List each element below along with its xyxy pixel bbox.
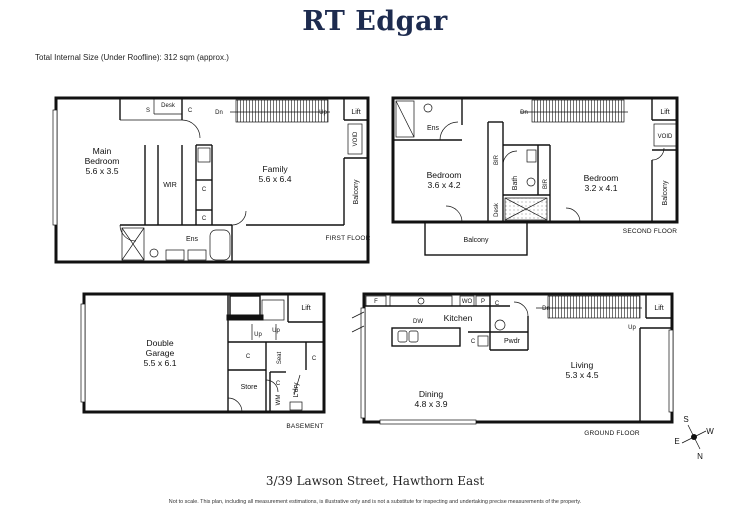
first-floor-plan: Main Bedroom 5.6 x 3.5 Family 5.6 x 6.4 … bbox=[52, 96, 370, 264]
second-bath-label: Bath bbox=[512, 176, 519, 191]
ground-f-label: F bbox=[374, 299, 378, 305]
second-floor-label: SECOND FLOOR bbox=[623, 228, 678, 235]
second-bedroom1-dims: 3.6 x 4.2 bbox=[428, 180, 461, 190]
basement-garage-label: Double bbox=[146, 338, 173, 348]
basement-c3-label: C bbox=[276, 381, 281, 387]
basement-store-label: Store bbox=[241, 384, 258, 391]
second-bedroom1-label: Bedroom bbox=[427, 170, 462, 180]
basement-label: BASEMENT bbox=[286, 423, 323, 430]
basement-c2-label: C bbox=[312, 356, 317, 362]
first-s-label: S bbox=[146, 108, 150, 114]
first-balcony-label: Balcony bbox=[353, 179, 360, 204]
basement-garage-label2: Garage bbox=[146, 348, 175, 358]
basement-up2-label: Up bbox=[272, 328, 280, 334]
first-main-bedroom-label2: Bedroom bbox=[85, 156, 120, 166]
basement-laundry-label: L'dry bbox=[293, 382, 300, 397]
property-address: 3/39 Lawson Street, Hawthorn East bbox=[265, 474, 485, 488]
ground-up-label: Up bbox=[628, 325, 636, 331]
compass-n-label: N bbox=[697, 452, 703, 461]
first-wir-label: WIR bbox=[163, 182, 177, 189]
ground-floor-plan: F WO P Kitchen DW C C Pwdr Living 5.3 x … bbox=[351, 292, 674, 425]
first-main-bedroom-label: Main bbox=[93, 146, 112, 156]
first-family-label: Family bbox=[262, 164, 288, 174]
compass-e-label: E bbox=[674, 437, 679, 446]
second-lift-label: Lift bbox=[660, 109, 669, 116]
ground-living-dims: 5.3 x 4.5 bbox=[566, 370, 599, 380]
second-dn-label: Dn bbox=[520, 110, 528, 116]
basement-plan: Double Garage 5.5 x 6.1 Lift Up Up C C C… bbox=[80, 292, 326, 414]
second-ens-label: Ens bbox=[427, 125, 440, 132]
first-void-label: VOID bbox=[353, 131, 359, 146]
first-family-dims: 5.6 x 6.4 bbox=[259, 174, 292, 184]
first-floor-label: FIRST FLOOR bbox=[325, 235, 370, 242]
ground-dw-label: DW bbox=[413, 319, 423, 325]
first-main-bedroom-dims: 5.6 x 3.5 bbox=[86, 166, 119, 176]
ground-kitchen-label: Kitchen bbox=[444, 313, 473, 323]
basement-seat-label: Seat bbox=[277, 351, 283, 364]
first-c3-label: C bbox=[202, 216, 207, 222]
second-floor-plan: Ens Bedroom 3.6 x 4.2 BIR Bath BIR Desk … bbox=[391, 96, 679, 256]
first-c1-label: C bbox=[188, 108, 193, 114]
size-note: Total Internal Size (Under Roofline): 31… bbox=[35, 53, 229, 62]
first-dn-label: Dn bbox=[215, 110, 223, 116]
ground-floor-label: GROUND FLOOR bbox=[584, 430, 640, 437]
basement-wm-label: WM bbox=[276, 395, 282, 406]
ground-wo-label: WO bbox=[462, 299, 473, 305]
basement-garage-dims: 5.5 x 6.1 bbox=[144, 358, 177, 368]
ground-c2-label: C bbox=[471, 339, 476, 345]
compass-s-label: S bbox=[683, 415, 688, 424]
first-up-label: Up bbox=[319, 110, 327, 116]
first-c2-label: C bbox=[202, 187, 207, 193]
first-desk-label: Desk bbox=[161, 103, 176, 109]
second-bedroom2-dims: 3.2 x 4.1 bbox=[585, 183, 618, 193]
second-bedroom2-label: Bedroom bbox=[584, 173, 619, 183]
ground-dn-label: Dn bbox=[542, 306, 550, 312]
ground-c1-label: C bbox=[495, 301, 500, 307]
ground-living-label: Living bbox=[571, 360, 594, 370]
first-ens-label: Ens bbox=[186, 236, 199, 243]
second-desk-label: Desk bbox=[494, 202, 500, 217]
ground-pwdr-label: Pwdr bbox=[504, 338, 521, 345]
ground-dining-label: Dining bbox=[419, 389, 444, 399]
second-bir1-label: BIR bbox=[494, 154, 500, 165]
second-balcony-side-label: Balcony bbox=[662, 180, 669, 205]
brand-logo: RT Edgar bbox=[302, 6, 448, 37]
basement-c1-label: C bbox=[246, 354, 251, 360]
basement-up1-label: Up bbox=[254, 332, 262, 338]
second-bir2-label: BIR bbox=[543, 178, 549, 189]
ground-p-label: P bbox=[481, 299, 485, 305]
compass-w-label: W bbox=[706, 427, 714, 436]
ground-dining-dims: 4.8 x 3.9 bbox=[415, 399, 448, 409]
second-void-label: VOID bbox=[658, 134, 673, 140]
ground-lift-label: Lift bbox=[654, 305, 663, 312]
second-balcony-front-label: Balcony bbox=[464, 237, 489, 244]
disclaimer: Not to scale. This plan, including all m… bbox=[168, 499, 582, 505]
basement-lift-label: Lift bbox=[301, 305, 310, 312]
first-lift-label: Lift bbox=[351, 109, 360, 116]
compass-icon: S W E N bbox=[674, 415, 714, 461]
